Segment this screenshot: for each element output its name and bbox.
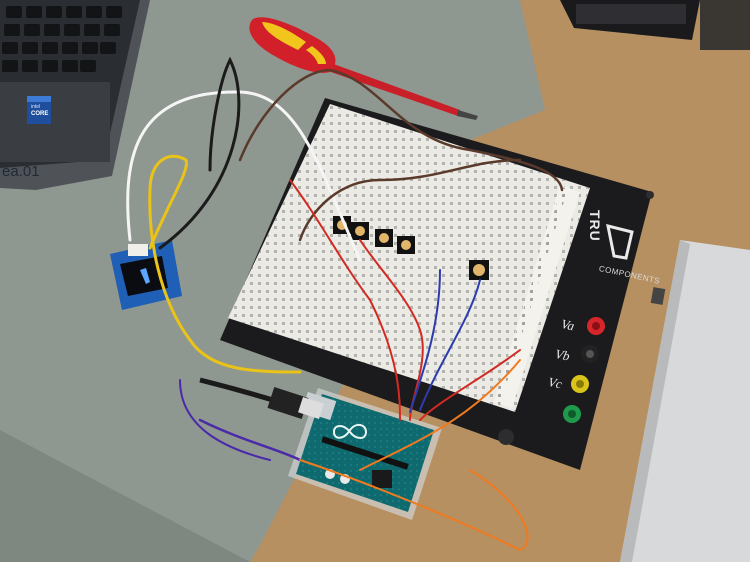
calculator bbox=[560, 0, 750, 50]
terminal-label-vc: Vc bbox=[546, 374, 564, 392]
arduino-board bbox=[288, 388, 442, 520]
laptop-label: ea.01 bbox=[2, 163, 40, 180]
brand-logo bbox=[606, 223, 634, 260]
brand-logo-text: TRU bbox=[587, 210, 603, 242]
cpu-sticker-line: CORE bbox=[31, 111, 49, 117]
white-device bbox=[620, 240, 750, 562]
laptop bbox=[0, 0, 150, 190]
cpu-sticker-brand: intel bbox=[31, 104, 41, 110]
binding-posts bbox=[563, 317, 605, 423]
screwdriver bbox=[249, 17, 478, 120]
